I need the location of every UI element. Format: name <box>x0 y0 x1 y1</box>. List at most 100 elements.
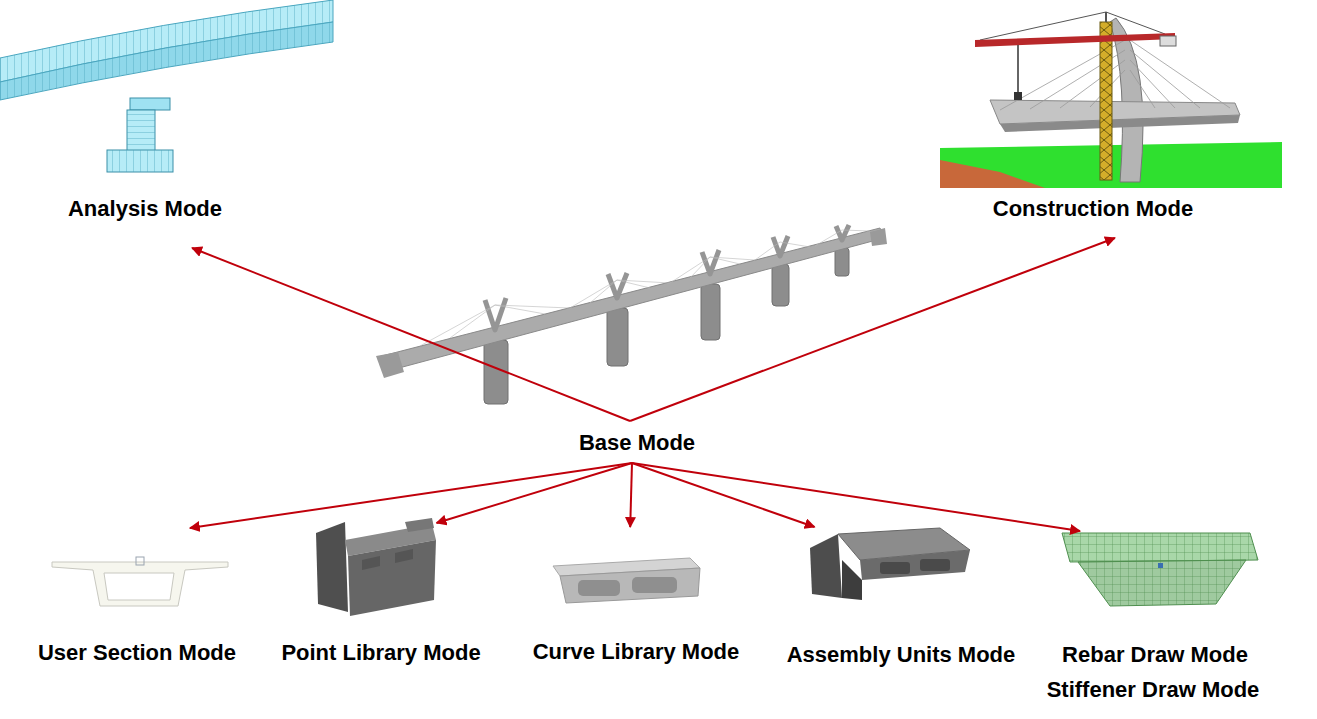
cable <box>1060 60 1125 108</box>
cable <box>690 257 710 278</box>
crane-tie <box>980 12 1106 40</box>
crane-hook <box>1014 92 1022 100</box>
mode-label: Stiffener Draw Mode <box>993 677 1313 703</box>
cable <box>420 305 495 346</box>
mode-label: Construction Mode <box>933 196 1253 222</box>
cable <box>617 280 670 283</box>
cable <box>1130 50 1200 108</box>
construction-model-illustration <box>940 12 1282 188</box>
pylon <box>773 236 788 256</box>
analysis-model-illustration <box>0 0 333 172</box>
cable <box>710 257 755 260</box>
user-section-illustration <box>52 557 228 606</box>
crane-tie <box>1106 12 1165 34</box>
deck-side <box>1000 115 1240 132</box>
cable <box>495 305 545 314</box>
mode-node: Point Library Mode <box>265 523 500 675</box>
cable <box>570 280 617 308</box>
mode-node: Base Mode <box>560 421 710 463</box>
cable <box>1130 70 1155 108</box>
footing-mesh <box>107 150 173 172</box>
segment-void <box>632 577 677 593</box>
box-girder-section <box>52 562 228 606</box>
abutment-face <box>348 540 436 616</box>
mode-arrow <box>630 463 632 527</box>
deck-side <box>0 22 333 100</box>
back-wall <box>405 518 434 532</box>
pylon <box>1110 18 1143 182</box>
section-void <box>104 573 174 600</box>
rebar-body <box>1078 560 1246 606</box>
mode-node: Construction Mode <box>935 0 1285 238</box>
pier <box>772 264 789 306</box>
mode-arrow <box>632 463 815 527</box>
assembly-units-illustration <box>810 528 970 600</box>
pier <box>607 308 628 366</box>
cable <box>450 305 495 338</box>
curve-library-illustration <box>553 558 700 603</box>
mode-node: Curve Library Mode <box>515 527 755 677</box>
rebar-illustration <box>1062 533 1258 606</box>
mode-node: Assembly Units Mode <box>770 527 1032 680</box>
pier-cap <box>130 98 170 110</box>
counterweight <box>1160 36 1176 46</box>
mode-arrow <box>437 463 632 523</box>
segment-void <box>578 580 620 596</box>
rebar-marker <box>1158 563 1163 568</box>
crane-hook-line <box>1017 45 1019 92</box>
rebar-grid <box>1078 560 1246 606</box>
cable <box>780 242 810 247</box>
bearing <box>395 549 413 563</box>
pier <box>701 284 720 340</box>
girder-void <box>920 559 950 571</box>
pylon <box>485 298 506 330</box>
cable <box>815 230 842 246</box>
crane-mast <box>1105 12 1107 22</box>
soil <box>940 160 1045 188</box>
abutment-wall <box>810 534 842 598</box>
cable <box>842 230 870 231</box>
crane-tower <box>1100 22 1112 180</box>
deck-side-mesh <box>0 22 333 100</box>
point-library-illustration <box>316 518 436 616</box>
cable <box>670 257 710 283</box>
cable <box>1130 60 1175 108</box>
mode-arrow <box>632 463 1080 531</box>
deck-side <box>860 550 970 580</box>
pylons <box>485 225 849 330</box>
cable <box>1130 40 1230 108</box>
rebar-top <box>1062 533 1258 562</box>
cable <box>755 242 780 260</box>
section-origin <box>136 557 144 565</box>
crane-jib <box>975 33 1175 47</box>
mode-node: Analysis Mode <box>0 0 340 248</box>
pylon <box>702 250 719 274</box>
pier-mesh <box>127 110 155 152</box>
pier-footing <box>107 150 173 172</box>
mode-label: User Section Mode <box>0 640 297 666</box>
abutment <box>376 352 404 378</box>
cable <box>495 305 570 308</box>
pier-column <box>127 110 155 152</box>
mode-node: User Section Mode <box>25 528 250 678</box>
mode-label: Rebar Draw Mode <box>995 642 1315 668</box>
bridge-model-illustration <box>376 225 887 404</box>
pier <box>835 248 849 276</box>
pier <box>484 340 508 404</box>
mode-arrow <box>192 248 630 421</box>
mode-label: Curve Library Mode <box>476 639 796 665</box>
mode-label: Analysis Mode <box>0 196 305 222</box>
abutment-seat <box>842 560 862 600</box>
abutment <box>870 228 887 246</box>
mode-label: Point Library Mode <box>221 640 541 666</box>
girder-void <box>880 562 910 574</box>
cable <box>590 280 617 303</box>
wing-wall <box>316 522 348 612</box>
bearing <box>362 556 380 570</box>
mode-label: Base Mode <box>477 430 797 456</box>
bridge-deck <box>378 228 884 372</box>
mode-arrow <box>190 463 632 528</box>
